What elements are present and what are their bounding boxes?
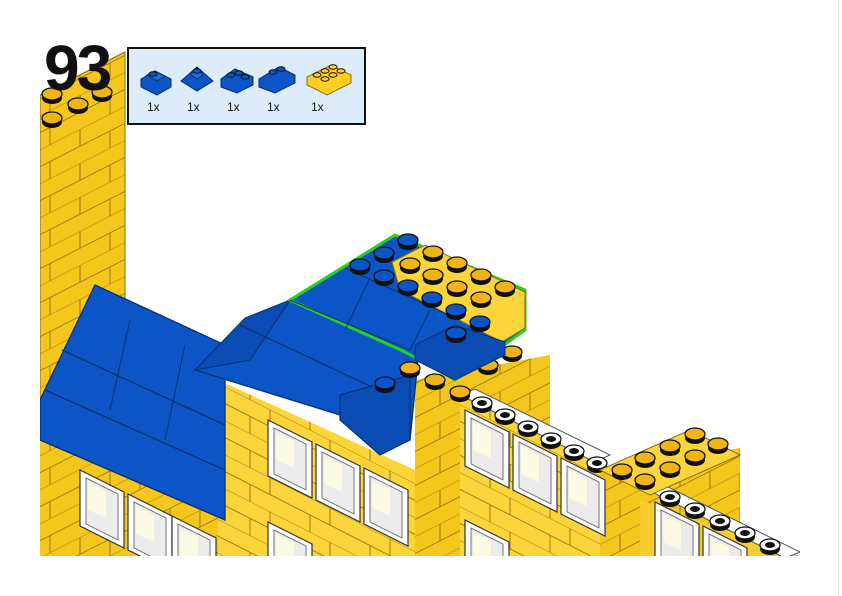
blue-roof-slope-2x3-icon bbox=[258, 66, 296, 94]
part-item: 1x bbox=[217, 57, 257, 117]
blue-roof-slope-inverted-corner-icon bbox=[220, 68, 254, 94]
part-quantity: 1x bbox=[311, 100, 324, 114]
part-quantity: 1x bbox=[267, 100, 280, 114]
blue-roof-slope-2x2-icon bbox=[140, 70, 172, 96]
part-quantity: 1x bbox=[227, 100, 240, 114]
part-quantity: 1x bbox=[147, 100, 160, 114]
blue-roof-slope-corner-icon bbox=[180, 66, 214, 92]
part-item: 1x bbox=[305, 57, 352, 117]
parts-list-panel: 1x 1x 1x 1x bbox=[127, 47, 366, 125]
part-item: 1x bbox=[177, 57, 217, 117]
part-quantity: 1x bbox=[187, 100, 200, 114]
step-number: 93 bbox=[44, 32, 112, 104]
part-item: 1x bbox=[137, 57, 177, 117]
yellow-brick-2x4-icon bbox=[306, 64, 352, 96]
part-item: 1x bbox=[257, 57, 297, 117]
page-edge-line bbox=[838, 0, 839, 596]
